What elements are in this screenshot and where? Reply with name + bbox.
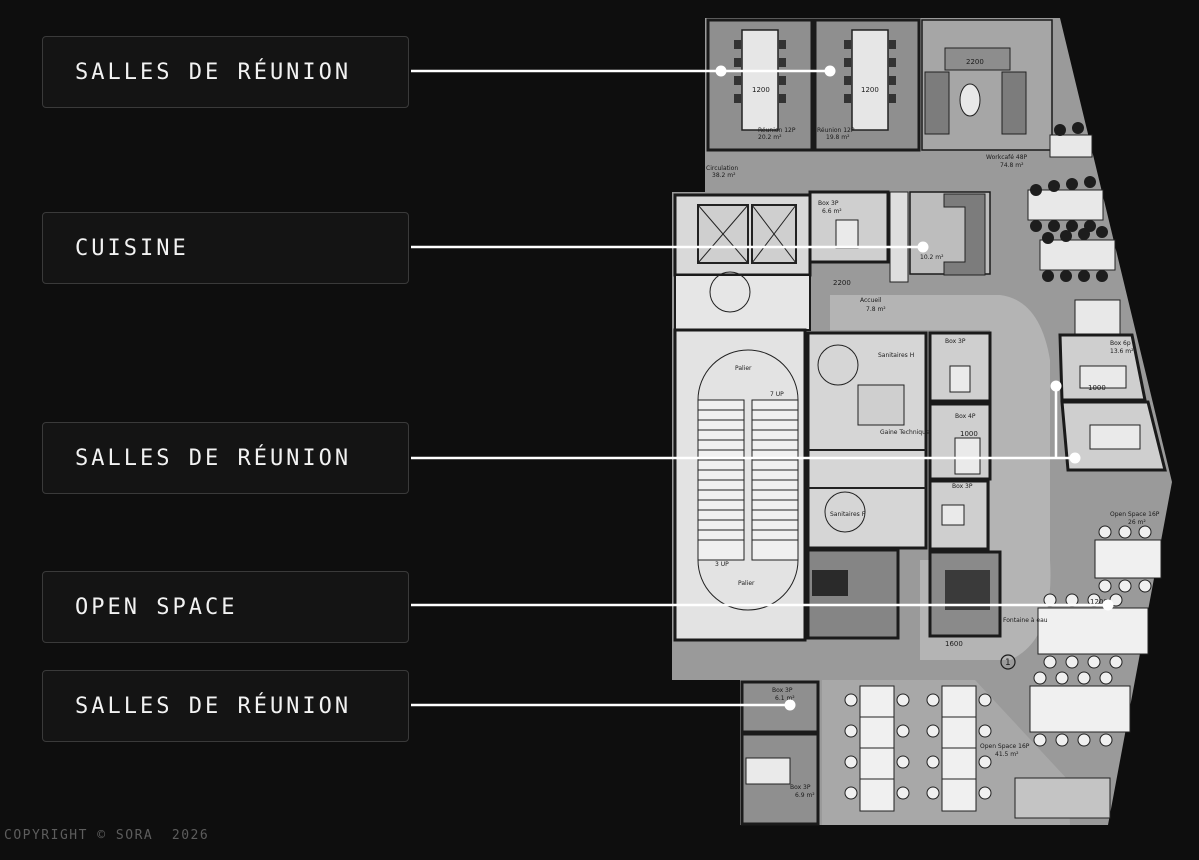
plan-marker-circle — [1000, 654, 1016, 670]
callout-label: OPEN SPACE — [75, 594, 238, 620]
copyright-text: COPYRIGHT © SORA 2026 — [4, 828, 210, 843]
open-space-right-desks — [1029, 539, 1162, 733]
dim-2: 1200 — [861, 86, 879, 94]
label-sanitaires-f: Sanitaires F — [830, 511, 866, 518]
callout-dots — [715, 65, 1114, 711]
label-accueil-area: 7.8 m² — [866, 306, 886, 313]
label-palier-top: Palier — [735, 365, 752, 372]
bottom-left-boxes — [740, 680, 1111, 826]
label-stair-up-2: 3 UP — [715, 561, 729, 568]
dim-1: 1200 — [752, 86, 770, 94]
callout-box-meeting-rooms-2: SALLES DE RÉUNION — [42, 422, 409, 494]
label-box-6p-area: 13.6 m² — [1110, 348, 1134, 355]
label-box-3p-top: Box 3P — [818, 200, 839, 207]
label-palier-bottom: Palier — [738, 580, 755, 587]
label-sanitaires-h: Sanitaires H — [878, 352, 914, 359]
dim-3: 2200 — [833, 279, 851, 287]
label-box-3p-bottom-2-area: 6.9 m² — [795, 792, 815, 799]
callout-dot-4 — [1102, 599, 1114, 611]
workcafe-chairs — [1030, 122, 1108, 282]
dim-5: 1000 — [1088, 384, 1106, 392]
sanitaires-block — [806, 331, 928, 550]
dim-6: 1600 — [945, 640, 963, 648]
label-open-space-b: Open Space 16P — [980, 743, 1030, 750]
open-space-bottom-chairs — [844, 693, 992, 800]
meeting-room-top-left — [706, 18, 814, 152]
callout-label: CUISINE — [75, 235, 189, 261]
label-fontaine: Fontaine à eau — [1003, 617, 1048, 624]
label-box-3p-top-area: 6.6 m² — [822, 208, 842, 215]
label-accueil: Accueil — [860, 297, 882, 304]
callout-dot-2 — [917, 241, 929, 253]
workcafe-tables — [1027, 134, 1121, 336]
label-reunion-2: Réunion 12P — [817, 127, 855, 134]
dim-7: 2200 — [966, 58, 984, 66]
stair-steps — [698, 409, 798, 541]
open-space-bottom — [822, 680, 1070, 825]
label-circulation-area: 38.2 m² — [712, 172, 736, 179]
dim-4: 1000 — [960, 430, 978, 438]
label-cafeteria-area: 10.2 m² — [920, 254, 944, 261]
label-open-space-a-area: 26 m² — [1128, 519, 1146, 526]
callout-label: SALLES DE RÉUNION — [75, 59, 352, 85]
callout-box-meeting-rooms-3: SALLES DE RÉUNION — [42, 670, 409, 742]
label-reunion-2-area: 19.8 m² — [826, 134, 850, 141]
cafeteria — [889, 191, 991, 283]
label-box-3p-low: Box 3P — [952, 483, 973, 490]
callout-dot-1a — [715, 65, 727, 77]
callout-dot-5 — [784, 699, 796, 711]
label-reunion-1: Réunion 12P — [758, 127, 796, 134]
label-box-3p-bottom-1: Box 3P — [772, 687, 793, 694]
label-stair-up-1: 7 UP — [770, 391, 784, 398]
label-gaine-technique: Gaine Technique — [880, 429, 930, 436]
stair-landing-arc-bottom — [697, 559, 799, 611]
label-reunion-1-area: 20.2 m² — [758, 134, 782, 141]
label-workcafe-area: 74.8 m² — [1000, 162, 1024, 169]
callout-box-kitchen: CUISINE — [42, 212, 409, 284]
label-workcafe: Workcafé 48P — [986, 154, 1028, 161]
label-circulation: Circulation — [706, 165, 738, 172]
dim-8: 1200 — [1090, 598, 1108, 606]
box-rooms — [808, 190, 992, 551]
label-box-6p: Box 6p — [1110, 340, 1131, 347]
callout-lines — [411, 69, 1108, 707]
callout-label: SALLES DE RÉUNION — [75, 693, 352, 719]
callout-box-open-space: OPEN SPACE — [42, 571, 409, 643]
label-open-space-a: Open Space 16P — [1110, 511, 1160, 518]
label-box-4p: Box 4P — [955, 413, 976, 420]
callout-dot-1b — [824, 65, 836, 77]
plan-marker-number: 1 — [1005, 658, 1011, 668]
callout-label: SALLES DE RÉUNION — [75, 445, 352, 471]
plan-dimensions: 1200 1200 2200 1000 1000 1600 2200 1200 — [752, 58, 1108, 648]
label-box-3p-bottom-1-area: 6.1 m² — [775, 695, 795, 702]
box-6p-rooms — [1058, 333, 1167, 472]
workcafe-area — [921, 19, 1053, 151]
meeting-room-top-right — [813, 18, 921, 152]
plan-labels: Réunion 12P 20.2 m² Réunion 12P 19.8 m² … — [706, 127, 1160, 799]
callout-dot-3a — [1050, 380, 1062, 392]
label-box-3p-mid: Box 3P — [945, 338, 966, 345]
label-open-space-b-area: 41.5 m² — [995, 751, 1019, 758]
utility-rooms — [806, 548, 1002, 640]
label-box-3p-bottom-2: Box 3P — [790, 784, 811, 791]
stair-landing-arc-top — [697, 349, 799, 401]
open-space-right-chairs — [1033, 525, 1152, 747]
core-block — [673, 193, 812, 642]
callout-box-meeting-rooms-1: SALLES DE RÉUNION — [42, 36, 409, 108]
callout-dot-3b — [1069, 452, 1081, 464]
